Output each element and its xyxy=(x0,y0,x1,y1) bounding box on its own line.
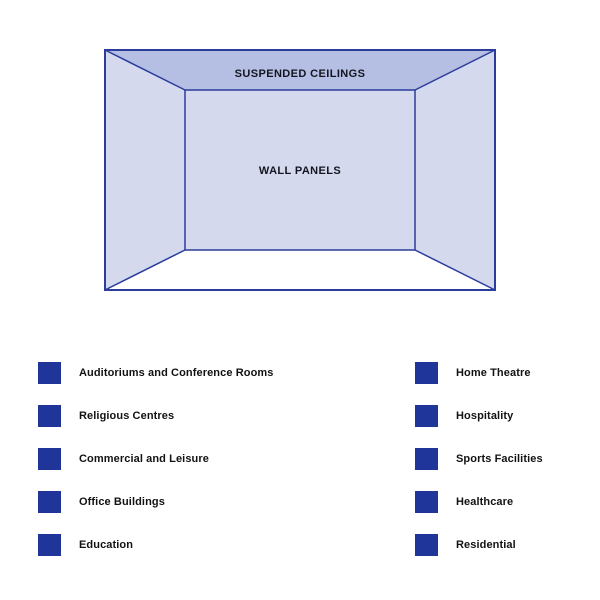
legend-swatch xyxy=(415,491,438,513)
legend-label: Education xyxy=(79,539,134,551)
legend-label: Commercial and Leisure xyxy=(79,453,209,465)
perspective-edge-bottom-left xyxy=(104,249,186,291)
legend-item: Residential xyxy=(415,534,543,556)
room-outer-edge xyxy=(104,49,496,291)
floor-face xyxy=(105,250,495,290)
back-wall-face xyxy=(185,90,415,250)
room-diagram: SUSPENDED CEILINGS WALL PANELS xyxy=(104,49,496,291)
legend-label: Sports Facilities xyxy=(456,453,543,465)
legend-item: Office Buildings xyxy=(38,491,274,513)
ceiling-label: SUSPENDED CEILINGS xyxy=(235,68,366,80)
wall-panels-label: WALL PANELS xyxy=(259,165,341,177)
ceiling-face xyxy=(105,50,495,90)
legend-swatch xyxy=(415,362,438,384)
left-wall-face xyxy=(105,50,185,290)
back-wall-edge xyxy=(184,89,416,251)
perspective-edge-top-right xyxy=(414,49,496,91)
legend-swatch xyxy=(38,448,61,470)
legend-swatch xyxy=(415,534,438,556)
legend-label: Auditoriums and Conference Rooms xyxy=(79,367,274,379)
right-wall-face xyxy=(415,50,495,290)
legend-label: Religious Centres xyxy=(79,410,175,422)
legend-item: Healthcare xyxy=(415,491,543,513)
legend-swatch xyxy=(38,491,61,513)
legend-item: Commercial and Leisure xyxy=(38,448,274,470)
legend-swatch xyxy=(38,405,61,427)
legend-swatch xyxy=(415,405,438,427)
legend-item: Religious Centres xyxy=(38,405,274,427)
legend-item: Hospitality xyxy=(415,405,543,427)
legend-item: Auditoriums and Conference Rooms xyxy=(38,362,274,384)
perspective-edge-top-left xyxy=(104,49,186,91)
legend-column-left: Auditoriums and Conference Rooms Religio… xyxy=(38,362,274,577)
legend-swatch xyxy=(38,362,61,384)
legend-item: Home Theatre xyxy=(415,362,543,384)
legend-item: Education xyxy=(38,534,274,556)
legend-label: Residential xyxy=(456,539,516,551)
perspective-edge-bottom-right xyxy=(414,249,496,291)
legend-column-right: Home Theatre Hospitality Sports Faciliti… xyxy=(415,362,543,577)
legend-label: Office Buildings xyxy=(79,496,165,508)
legend-swatch xyxy=(415,448,438,470)
legend-swatch xyxy=(38,534,61,556)
legend-label: Home Theatre xyxy=(456,367,531,379)
legend-label: Healthcare xyxy=(456,496,514,508)
legend-label: Hospitality xyxy=(456,410,514,422)
legend-item: Sports Facilities xyxy=(415,448,543,470)
